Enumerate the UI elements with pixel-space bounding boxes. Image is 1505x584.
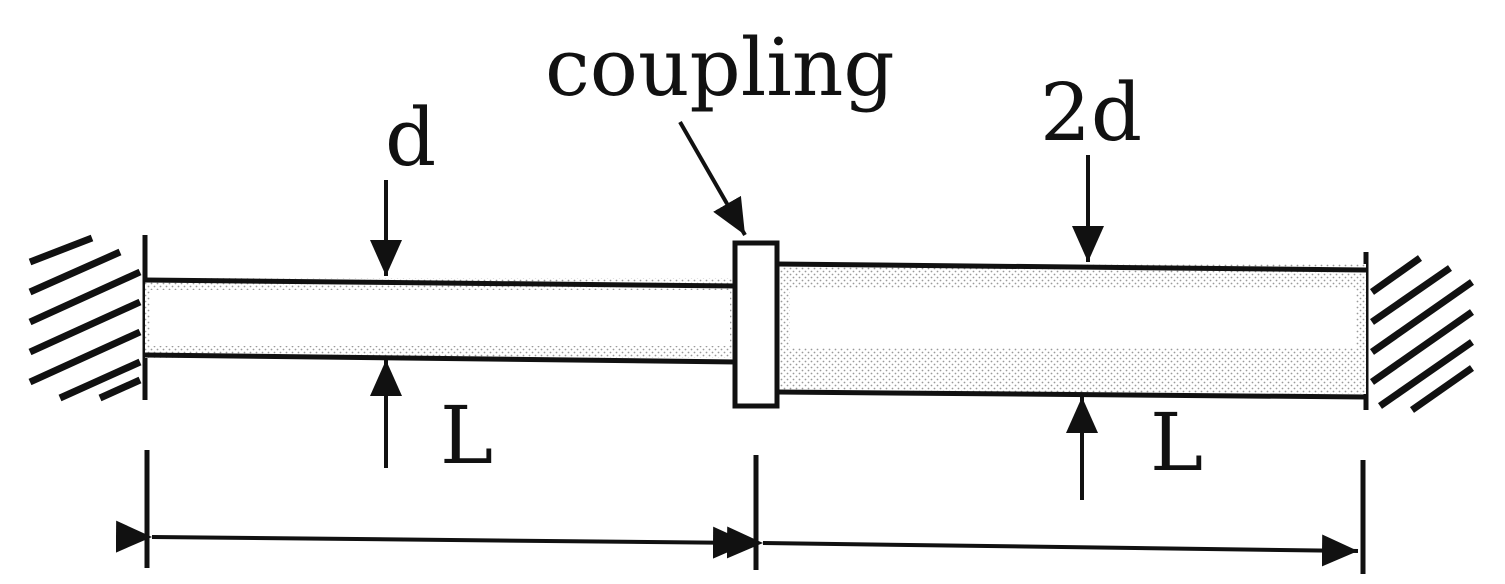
right-fixed-support-icon bbox=[1363, 252, 1475, 413]
right-length-dimension-arrow bbox=[726, 526, 1359, 567]
left-length-label: L bbox=[440, 389, 493, 482]
coupling-flange bbox=[732, 240, 780, 409]
left-fixed-support-icon bbox=[28, 234, 148, 402]
left-length-dimension-arrow bbox=[115, 520, 750, 559]
right-length-label: L bbox=[1150, 396, 1203, 489]
left-diameter-label: d bbox=[385, 91, 436, 184]
coupling-leader-arrow bbox=[678, 121, 747, 236]
coupling-label: coupling bbox=[545, 21, 895, 114]
right-diameter-label: 2d bbox=[1040, 66, 1142, 159]
